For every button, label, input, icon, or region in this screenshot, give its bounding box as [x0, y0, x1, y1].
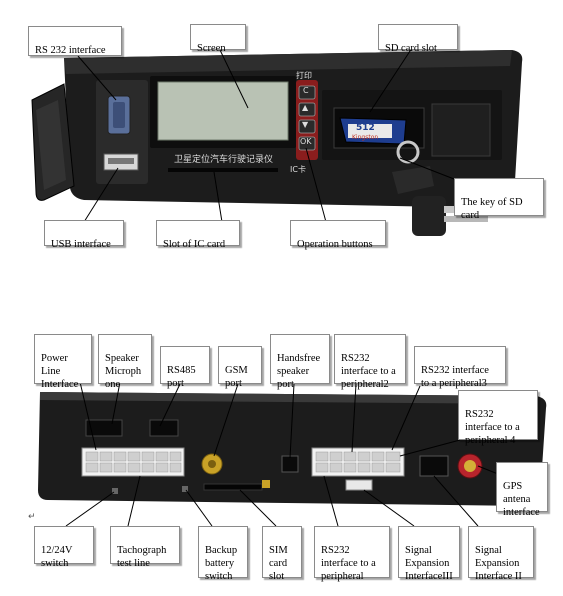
label-operation-buttons: Operation buttons	[290, 220, 386, 250]
label-usb-interface: USB interface	[44, 220, 124, 250]
label-sd-key: The key of SD card	[454, 178, 544, 221]
label-power-line-interface: Power Line Interface	[34, 334, 92, 390]
label-rs232-peripheral4: RS232 interface to a peripheral 4	[458, 390, 538, 446]
label-12-24v-switch: 12/24V switch	[34, 526, 94, 569]
label-ic-card-slot: Slot of IC card	[156, 220, 240, 250]
operation-button-column	[298, 85, 316, 151]
label-gsm-port: GSM port	[218, 346, 262, 389]
label-signal-expansion-3: Signal Expansion InterfaceIII	[398, 526, 460, 582]
label-rs232-peripheral: RS232 interface to a peripheral	[314, 526, 390, 582]
label-rs232-peripheral3: RS232 interface to a peripheral3	[414, 346, 506, 389]
sd-brand-text: Kingston	[352, 134, 379, 141]
button-c-text: C	[303, 86, 309, 95]
label-rs485-port: RS485 port	[160, 346, 210, 389]
ic-slot-visual	[168, 168, 278, 172]
button-up-text: ▲	[302, 103, 309, 112]
label-rs232-interface: RS 232 interface	[28, 26, 122, 56]
button-down-text: ▼	[302, 120, 309, 129]
label-tachograph-test-line: Tachograph test line	[110, 526, 180, 569]
label-backup-battery-switch: Backup battery switch	[198, 526, 248, 582]
label-handsfree-speaker-port: Handsfree speaker port	[270, 334, 330, 390]
label-sim-card-slot: SIM card slot	[262, 526, 302, 582]
label-gps-antenna-interface: GPS antena interface	[496, 462, 548, 518]
label-rs232-peripheral2: RS232 interface to a peripheral2	[334, 334, 406, 390]
label-speaker-microphone: Speaker Microph one	[98, 334, 152, 390]
label-screen: Screen	[190, 24, 246, 54]
label-signal-expansion-2: Signal Expansion Interface II	[468, 526, 534, 582]
ic-card-text: IC卡	[290, 165, 306, 174]
print-text: 打印	[296, 71, 312, 80]
tick-mark-icon: ↵	[28, 512, 36, 522]
sd-card-capacity-text: 512	[356, 123, 375, 133]
lcd-screen	[157, 81, 289, 141]
label-sd-card-slot: SD card slot	[378, 24, 458, 54]
sim-slot-visual	[203, 483, 263, 491]
button-ok-text: OK	[300, 137, 312, 146]
panel-title-text: 卫星定位汽车行驶记录仪	[174, 155, 274, 165]
